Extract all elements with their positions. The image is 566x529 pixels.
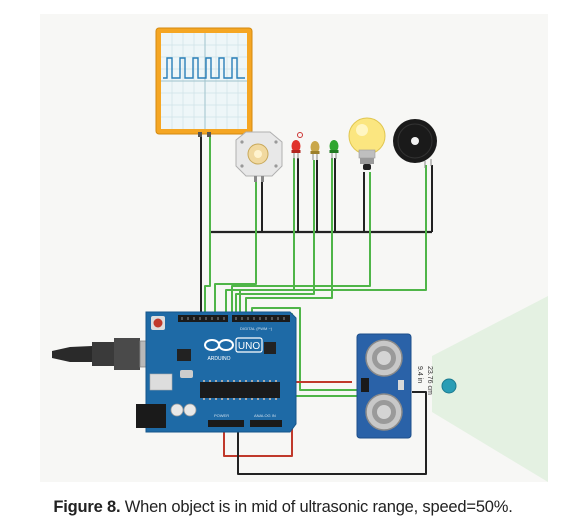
crystal — [180, 370, 193, 378]
figure-caption-text: When object is in mid of ultrasonic rang… — [124, 498, 513, 516]
arduino-logo: ARDUINO — [204, 339, 234, 362]
buzzer-signal-wire — [239, 165, 427, 320]
arduino-board-icon[interactable]: ARDUINO UNO DIGITAL (PWM ~) POWER ANALOG… — [136, 311, 297, 433]
figure-label: Figure 8. — [53, 498, 121, 516]
power-jack-housing — [149, 373, 173, 391]
ultrasonic-sensor-icon[interactable]: 9.4 in 23.76 cm — [356, 333, 433, 439]
bulb-signal-wire — [231, 172, 371, 320]
target-object-icon[interactable] — [441, 378, 457, 394]
wires — [200, 136, 433, 475]
amber-led-signal-wire — [235, 160, 315, 320]
light-bulb-icon[interactable] — [348, 117, 386, 170]
usb-chip — [264, 342, 276, 354]
power-wire — [223, 381, 352, 457]
green-led-signal-wire — [245, 158, 333, 320]
motor-signal-wire — [214, 182, 257, 320]
dc-motor-icon[interactable] — [235, 131, 283, 182]
scope-signal-wire — [204, 136, 211, 320]
green-led-icon[interactable] — [329, 140, 339, 159]
capacitor-2 — [183, 403, 197, 417]
analog-header — [250, 420, 282, 427]
arduino-logo-text: ARDUINO — [207, 356, 230, 362]
capacitor-1 — [170, 403, 184, 417]
distance-readout-inches: 9.4 in — [416, 366, 423, 383]
microcontroller-chip — [200, 382, 280, 398]
detection-zone — [432, 296, 548, 482]
oscilloscope-icon[interactable] — [155, 27, 253, 137]
distance-readout-cm: 23.76 cm — [426, 366, 433, 395]
regulator — [177, 349, 191, 361]
digital-pins-label: DIGITAL (PWM ~) — [240, 326, 273, 331]
amber-led-icon[interactable] — [310, 141, 320, 160]
sensor-ground-wire — [237, 391, 427, 475]
power-pins-label: POWER — [214, 413, 229, 418]
power-header — [208, 420, 244, 427]
board-model-label: UNO — [238, 341, 260, 352]
barrel-jack — [136, 404, 166, 428]
figure-caption: Figure 8. When object is in mid of ultra… — [0, 498, 566, 517]
analog-pins-label: ANALOG IN — [254, 413, 276, 418]
piezo-buzzer-icon[interactable] — [393, 119, 437, 168]
digital-header-left — [178, 315, 228, 322]
red-led-icon[interactable] — [291, 132, 303, 160]
